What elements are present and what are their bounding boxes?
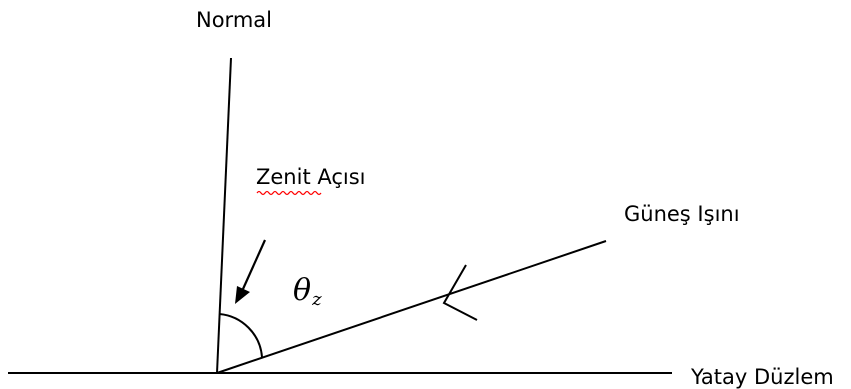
theta-symbol: θ bbox=[293, 273, 311, 308]
zenith-angle-arc bbox=[219, 313, 263, 358]
horizontal-plane-label: Yatay Düzlem bbox=[690, 365, 834, 389]
normal-label: Normal bbox=[196, 8, 272, 32]
sun-ray-direction-arrow bbox=[442, 264, 478, 321]
zenith-pointer-arrowhead bbox=[235, 286, 250, 304]
sun-ray-label: Güneş Işını bbox=[624, 202, 740, 226]
theta-subscript: z bbox=[311, 289, 322, 310]
spellcheck-underline bbox=[256, 190, 322, 196]
zenith-angle-label: Zenit Açısı bbox=[256, 165, 366, 189]
sun-ray-line bbox=[216, 240, 607, 374]
zenith-pointer-arrow bbox=[241, 239, 267, 290]
theta-z-symbol: θz bbox=[293, 273, 322, 310]
normal-line bbox=[216, 57, 232, 374]
